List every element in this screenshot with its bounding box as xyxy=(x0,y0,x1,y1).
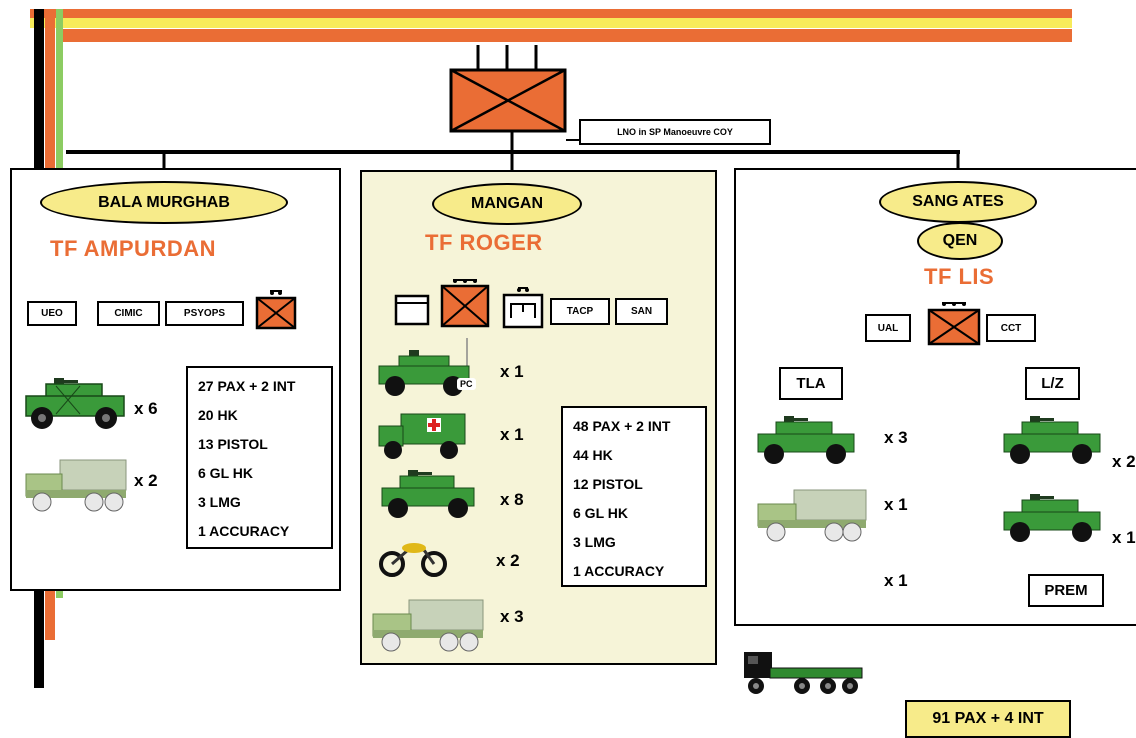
pc-label: PC xyxy=(457,378,476,390)
group-lz: L/Z xyxy=(1025,367,1080,400)
location-mangan: MANGAN xyxy=(432,183,582,225)
center-count-1: x 1 xyxy=(500,362,524,381)
tag-ual: UAL xyxy=(865,314,911,342)
center-count-4: x 2 xyxy=(496,551,520,570)
stat-line: 20 HK xyxy=(198,407,238,423)
group-tla: TLA xyxy=(779,367,843,400)
stat-line: 6 GL HK xyxy=(198,465,253,481)
truck-icon xyxy=(372,599,484,652)
left-stripe-green-lower xyxy=(56,590,63,598)
stat-line: 13 PISTOL xyxy=(198,436,268,452)
truck-icon xyxy=(25,459,127,512)
stat-line: 6 GL HK xyxy=(573,505,628,521)
location-bala-murghab: BALA MURGHAB xyxy=(40,181,288,224)
tag-cimic: CIMIC xyxy=(97,301,160,326)
top-stripe-orange-2 xyxy=(58,29,1072,42)
right-count-tla-1: x 3 xyxy=(884,428,908,447)
motorcycle-icon xyxy=(379,543,447,577)
humvee-gun-icon xyxy=(25,378,125,429)
humvee-pc-icon xyxy=(378,338,470,396)
total-label: 91 PAX + 4 INT xyxy=(932,710,1044,727)
stat-line: 48 PAX + 2 INT xyxy=(573,418,671,434)
left-count-1: x 6 xyxy=(134,399,158,418)
stat-line: 27 PAX + 2 INT xyxy=(198,378,296,394)
tag-tacp: TACP xyxy=(550,298,610,325)
tag-psyops: PSYOPS xyxy=(165,301,244,326)
tag-cct: CCT xyxy=(986,314,1036,342)
ambulance-icon xyxy=(378,413,466,459)
hq-unit-icon xyxy=(449,68,567,133)
tf-lis: TF LIS xyxy=(924,264,995,289)
truck-icon xyxy=(757,489,867,542)
stat-line: 1 ACCURACY xyxy=(573,563,665,579)
unit-symbol-icon xyxy=(255,290,297,330)
tag-ueo: UEO xyxy=(27,301,77,326)
unit-symbol-icon xyxy=(927,302,981,346)
stats-roger: 48 PAX + 2 INT 44 HK 12 PISTOL 6 GL HK 3… xyxy=(561,406,707,587)
center-count-2: x 1 xyxy=(500,425,524,444)
humvee-gun-icon xyxy=(1003,494,1101,542)
location-sang-ates: SANG ATES xyxy=(879,181,1037,223)
tf-roger: TF ROGER xyxy=(425,230,543,255)
group-prem: PREM xyxy=(1028,574,1104,607)
right-count-tla-2: x 1 xyxy=(884,495,908,514)
stats-ampurdan: 27 PAX + 2 INT 20 HK 13 PISTOL 6 GL HK 3… xyxy=(186,366,333,549)
tf-ampurdan: TF AMPURDAN xyxy=(50,236,216,261)
box-unit-icon xyxy=(394,294,430,326)
signal-unit-icon xyxy=(502,287,544,329)
left-stripe-green xyxy=(56,9,63,169)
center-count-3: x 8 xyxy=(500,490,524,509)
unit-symbol-icon xyxy=(440,279,490,328)
left-stripe-black-lower xyxy=(34,590,44,688)
stat-line: 3 LMG xyxy=(573,534,616,550)
total-box: 91 PAX + 4 INT xyxy=(905,700,1071,738)
left-stripe-orange-lower xyxy=(45,590,55,640)
left-stripe-orange xyxy=(45,9,55,169)
humvee-gun-icon xyxy=(757,416,855,464)
stat-line: 44 HK xyxy=(573,447,613,463)
lno-label: LNO in SP Manoeuvre COY xyxy=(579,119,771,145)
right-count-tla-3: x 1 xyxy=(884,571,908,590)
stat-line: 1 ACCURACY xyxy=(198,523,290,539)
stat-line: 3 LMG xyxy=(198,494,241,510)
tag-san: SAN xyxy=(615,298,668,325)
stat-line: 12 PISTOL xyxy=(573,476,643,492)
left-stripe-black xyxy=(34,9,44,169)
left-count-2: x 2 xyxy=(134,471,158,490)
right-count-lz-2: x 1 xyxy=(1112,528,1136,547)
top-stripe-orange xyxy=(30,9,1072,18)
humvee-gun-icon xyxy=(381,470,475,518)
humvee-gun-icon xyxy=(1003,416,1101,464)
top-stripe-yellow xyxy=(30,18,1072,28)
center-count-5: x 3 xyxy=(500,607,524,626)
right-count-lz-1: x 2 xyxy=(1112,452,1136,471)
location-qen: QEN xyxy=(917,222,1003,260)
tractor-truck-icon xyxy=(744,652,863,694)
